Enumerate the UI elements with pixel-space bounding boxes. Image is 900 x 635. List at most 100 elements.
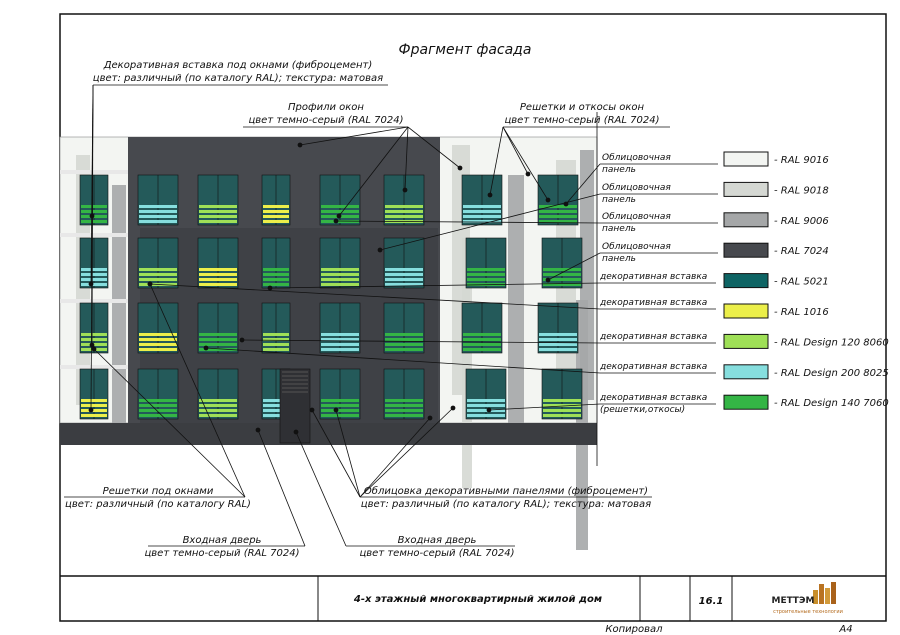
drawing-title: Фрагмент фасада	[399, 42, 532, 58]
side-label: декоративная вставка	[599, 332, 707, 342]
window-grille-slat	[463, 333, 501, 336]
window-grille-slat	[81, 414, 107, 417]
side-label: (решетки,откосы)	[600, 405, 685, 415]
window-grille-slat	[263, 414, 289, 417]
leader-dot	[297, 142, 303, 148]
format-label: А4	[838, 624, 852, 635]
window-grille-slat	[385, 215, 423, 218]
leader-line	[502, 126, 549, 201]
copied-label: Копировал	[605, 624, 663, 635]
window-grille-slat	[321, 278, 359, 281]
window-grille-slat	[139, 278, 177, 281]
window-grille-slat	[463, 343, 501, 346]
window-grille-slat	[463, 215, 501, 218]
window-grille-slat	[139, 348, 177, 351]
window-grille-slat	[321, 273, 359, 276]
callout-window-profiles-line1: Профили окон	[288, 102, 364, 113]
floor-band	[60, 233, 128, 237]
leader-dot	[402, 187, 408, 193]
window-grille-slat	[263, 278, 289, 281]
window-grille-slat	[139, 409, 177, 412]
leader-line	[90, 84, 94, 411]
window-grille-slat	[263, 210, 289, 213]
window-grille-slat	[263, 215, 289, 218]
window-grille-slat	[263, 220, 289, 223]
window-grille-slat	[539, 220, 577, 223]
window-grille-slat	[321, 348, 359, 351]
window-grille-slat	[543, 273, 581, 276]
leader-dot	[333, 407, 339, 413]
window-grille-slat	[321, 414, 359, 417]
side-label: Облицовочная	[602, 153, 671, 163]
leader-line	[338, 126, 409, 217]
color-legend: - RAL 9016- RAL 9018- RAL 9006- RAL 7024…	[723, 151, 889, 410]
building-facade	[59, 136, 598, 550]
side-label: панель	[602, 224, 636, 234]
legend-swatch	[723, 242, 769, 258]
window-grille-slat	[539, 338, 577, 341]
leader-dot	[147, 281, 153, 287]
window-grille-slat	[199, 338, 237, 341]
window-grille-slat	[385, 268, 423, 271]
window-grille-slat	[321, 333, 359, 336]
legend-swatch	[723, 151, 769, 167]
leader-dot	[267, 285, 273, 291]
window-grille-slat	[385, 283, 423, 286]
leader-line	[335, 409, 361, 498]
leader-line	[488, 403, 601, 411]
window-grille-slat	[321, 220, 359, 223]
window-grille-slat	[463, 348, 501, 351]
window-grille-slat	[543, 404, 581, 407]
window-grille-slat	[543, 414, 581, 417]
window-grille-slat	[199, 205, 237, 208]
leader-dot	[427, 415, 433, 421]
side-label: панель	[602, 165, 636, 175]
window-grille-slat	[81, 205, 107, 208]
side-label: декоративная вставка	[599, 362, 707, 372]
window-grille-slat	[263, 333, 289, 336]
window-grille-slat	[139, 404, 177, 407]
side-label: панель	[602, 195, 636, 205]
window-grille-slat	[263, 404, 289, 407]
floor-band	[60, 365, 128, 369]
callout-deco-under-windows-line2: цвет: различный (по каталогу RAL); текст…	[93, 73, 383, 84]
callout-entrance-door-1-line1: Входная дверь	[183, 535, 262, 546]
leader-dot	[545, 197, 551, 203]
window-grille-slat	[321, 399, 359, 402]
window-grille-slat	[199, 268, 237, 271]
leader-dot	[309, 407, 315, 413]
window-grille-slat	[263, 205, 289, 208]
window-grille-slat	[263, 348, 289, 351]
window-grille-slat	[199, 399, 237, 402]
legend-swatch	[723, 364, 769, 380]
window-grille-slat	[539, 333, 577, 336]
company-name: МЕТТЭМ	[772, 596, 815, 606]
window-grille-slat	[543, 278, 581, 281]
leader-line	[359, 417, 431, 498]
window-grille-slat	[539, 210, 577, 213]
window-grille-slat	[543, 399, 581, 402]
window-grille-slat	[199, 414, 237, 417]
window-grille-slat	[81, 333, 107, 336]
window-grille-slat	[321, 338, 359, 341]
window-grille-slat	[81, 220, 107, 223]
side-label: Облицовочная	[602, 183, 671, 193]
leader-line	[149, 283, 246, 498]
side-label: декоративная вставка	[599, 298, 707, 308]
window-grille-slat	[199, 215, 237, 218]
window-grille-slat	[139, 273, 177, 276]
window-grille-slat	[321, 210, 359, 213]
leader-dot	[487, 192, 493, 198]
window-grille-slat	[539, 348, 577, 351]
legend-label: - RAL Design 140 7060	[774, 398, 889, 409]
window-grille-slat	[81, 409, 107, 412]
leader-line	[547, 252, 601, 281]
callout-window-grilles-line2: цвет темно-серый (RAL 7024)	[504, 115, 659, 126]
window-grille-slat	[81, 268, 107, 271]
window-grille-slat	[139, 343, 177, 346]
leader-dot	[525, 171, 531, 177]
window-grille-slat	[263, 273, 289, 276]
legend-label: - RAL 1016	[774, 307, 829, 318]
window-grille-slat	[385, 338, 423, 341]
